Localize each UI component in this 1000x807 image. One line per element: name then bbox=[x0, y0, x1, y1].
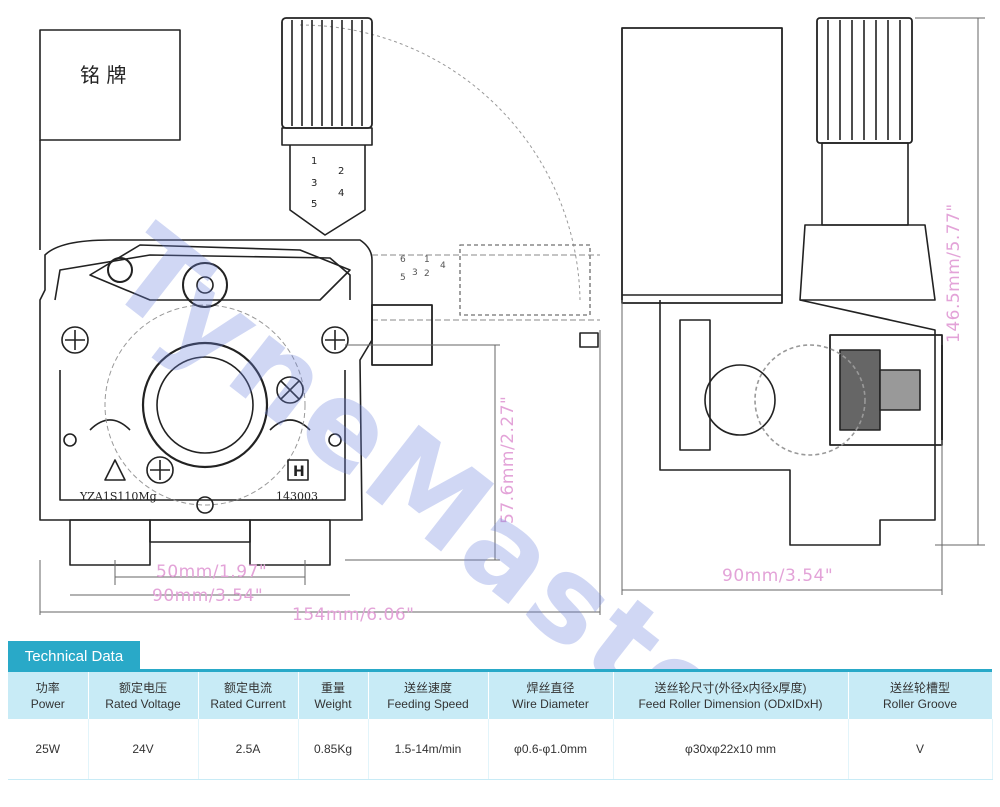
dim-total-width: 154mm/6.06" bbox=[292, 605, 415, 625]
dim-roller-width: 50mm/1.97" bbox=[156, 562, 268, 582]
side-scale-5: 5 bbox=[400, 273, 406, 283]
knob-scale-1: 1 bbox=[311, 156, 317, 167]
model-marking: YZA1S110Mg bbox=[79, 490, 157, 503]
dim-side-height: 146.5mm/5.77" bbox=[944, 203, 964, 343]
dim-height-small: 57.6mm/2.27" bbox=[498, 395, 518, 524]
side-scale-2: 2 bbox=[424, 269, 430, 279]
nameplate-label: 铭 牌 bbox=[80, 63, 126, 87]
knob-scale-5: 5 bbox=[311, 199, 317, 210]
side-scale-1: 1 bbox=[424, 255, 430, 265]
cell-rated-current: 2.5A bbox=[198, 719, 299, 780]
knob-scale-4: 4 bbox=[338, 188, 344, 199]
tech-data-divider bbox=[8, 669, 992, 672]
cell-weight: 0.85Kg bbox=[298, 719, 369, 780]
side-scale-3: 3 bbox=[412, 268, 418, 278]
technical-drawing: 铭 牌 YZA1S110Mg 143003 H 1 3 5 2 4 6 3 1 … bbox=[39, 17, 985, 615]
serial-marking: 143003 bbox=[276, 490, 318, 503]
side-scale-6: 6 bbox=[400, 255, 406, 265]
header-feed-roller-dimension: 送丝轮尺寸(外径x内径x厚度)Feed Roller Dimension (OD… bbox=[613, 672, 849, 719]
tech-data-title: Technical Data bbox=[8, 641, 140, 671]
cell-roller-groove: V bbox=[848, 719, 993, 780]
side-scale-4: 4 bbox=[440, 261, 446, 271]
cell-rated-voltage: 24V bbox=[88, 719, 199, 780]
knob-scale-3: 3 bbox=[311, 178, 317, 189]
cell-wire-diameter: φ0.6-φ1.0mm bbox=[488, 719, 614, 780]
h-mark: H bbox=[293, 464, 305, 480]
knob-scale-2: 2 bbox=[338, 166, 344, 177]
dim-base-width: 90mm/3.54" bbox=[152, 586, 264, 606]
cell-feeding-speed: 1.5-14m/min bbox=[368, 719, 489, 780]
cell-feed-roller-dimension: φ30xφ22x10 mm bbox=[613, 719, 849, 780]
table-row: 25W 24V 2.5A 0.85Kg 1.5-14m/min φ0.6-φ1.… bbox=[8, 719, 993, 780]
dim-side-width: 90mm/3.54" bbox=[722, 566, 834, 586]
cell-power: 25W bbox=[8, 719, 89, 780]
